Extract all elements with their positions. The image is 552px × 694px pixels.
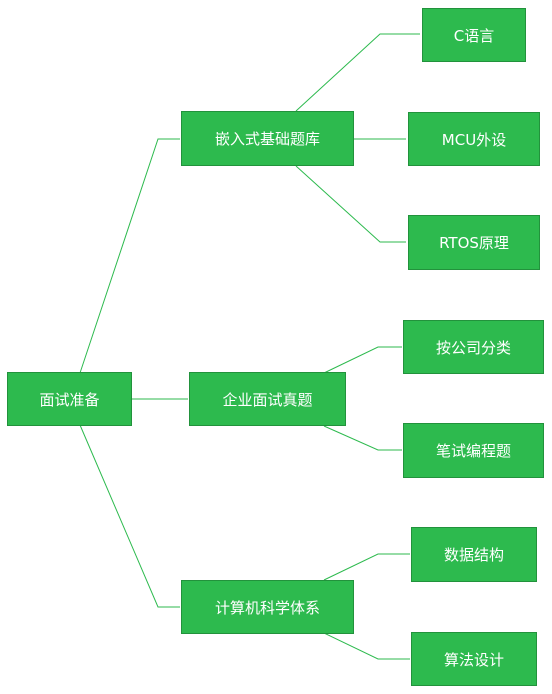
leaf-node-data-structures[interactable]: 数据结构 bbox=[411, 527, 537, 582]
branch-node-cs-fundamentals[interactable]: 计算机科学体系 bbox=[181, 580, 354, 634]
branch-node-company-interview-questions[interactable]: 企业面试真题 bbox=[189, 372, 346, 426]
connector-root-to-branch-1 bbox=[79, 138, 180, 374]
connector-branch-2-to-child-2 bbox=[323, 425, 402, 451]
root-node[interactable]: 面试准备 bbox=[7, 372, 132, 426]
leaf-node-rtos-principles[interactable]: RTOS原理 bbox=[408, 215, 540, 270]
connector-branch-1-to-child-1 bbox=[295, 33, 420, 112]
leaf-node-algorithm-design[interactable]: 算法设计 bbox=[411, 632, 537, 686]
leaf-node-mcu-peripherals[interactable]: MCU外设 bbox=[408, 112, 540, 166]
branch-node-embedded-basics[interactable]: 嵌入式基础题库 bbox=[181, 111, 354, 166]
connector-branch-1-to-child-3 bbox=[295, 165, 406, 243]
connector-branch-2-to-child-1 bbox=[323, 346, 402, 374]
connector-root-to-branch-3 bbox=[79, 424, 180, 608]
leaf-node-by-company[interactable]: 按公司分类 bbox=[403, 320, 544, 374]
connector-branch-3-to-child-1 bbox=[323, 553, 410, 581]
connector-branch-3-to-child-2 bbox=[323, 632, 410, 660]
leaf-node-c-language[interactable]: C语言 bbox=[422, 8, 526, 62]
leaf-node-written-coding-questions[interactable]: 笔试编程题 bbox=[403, 423, 544, 478]
